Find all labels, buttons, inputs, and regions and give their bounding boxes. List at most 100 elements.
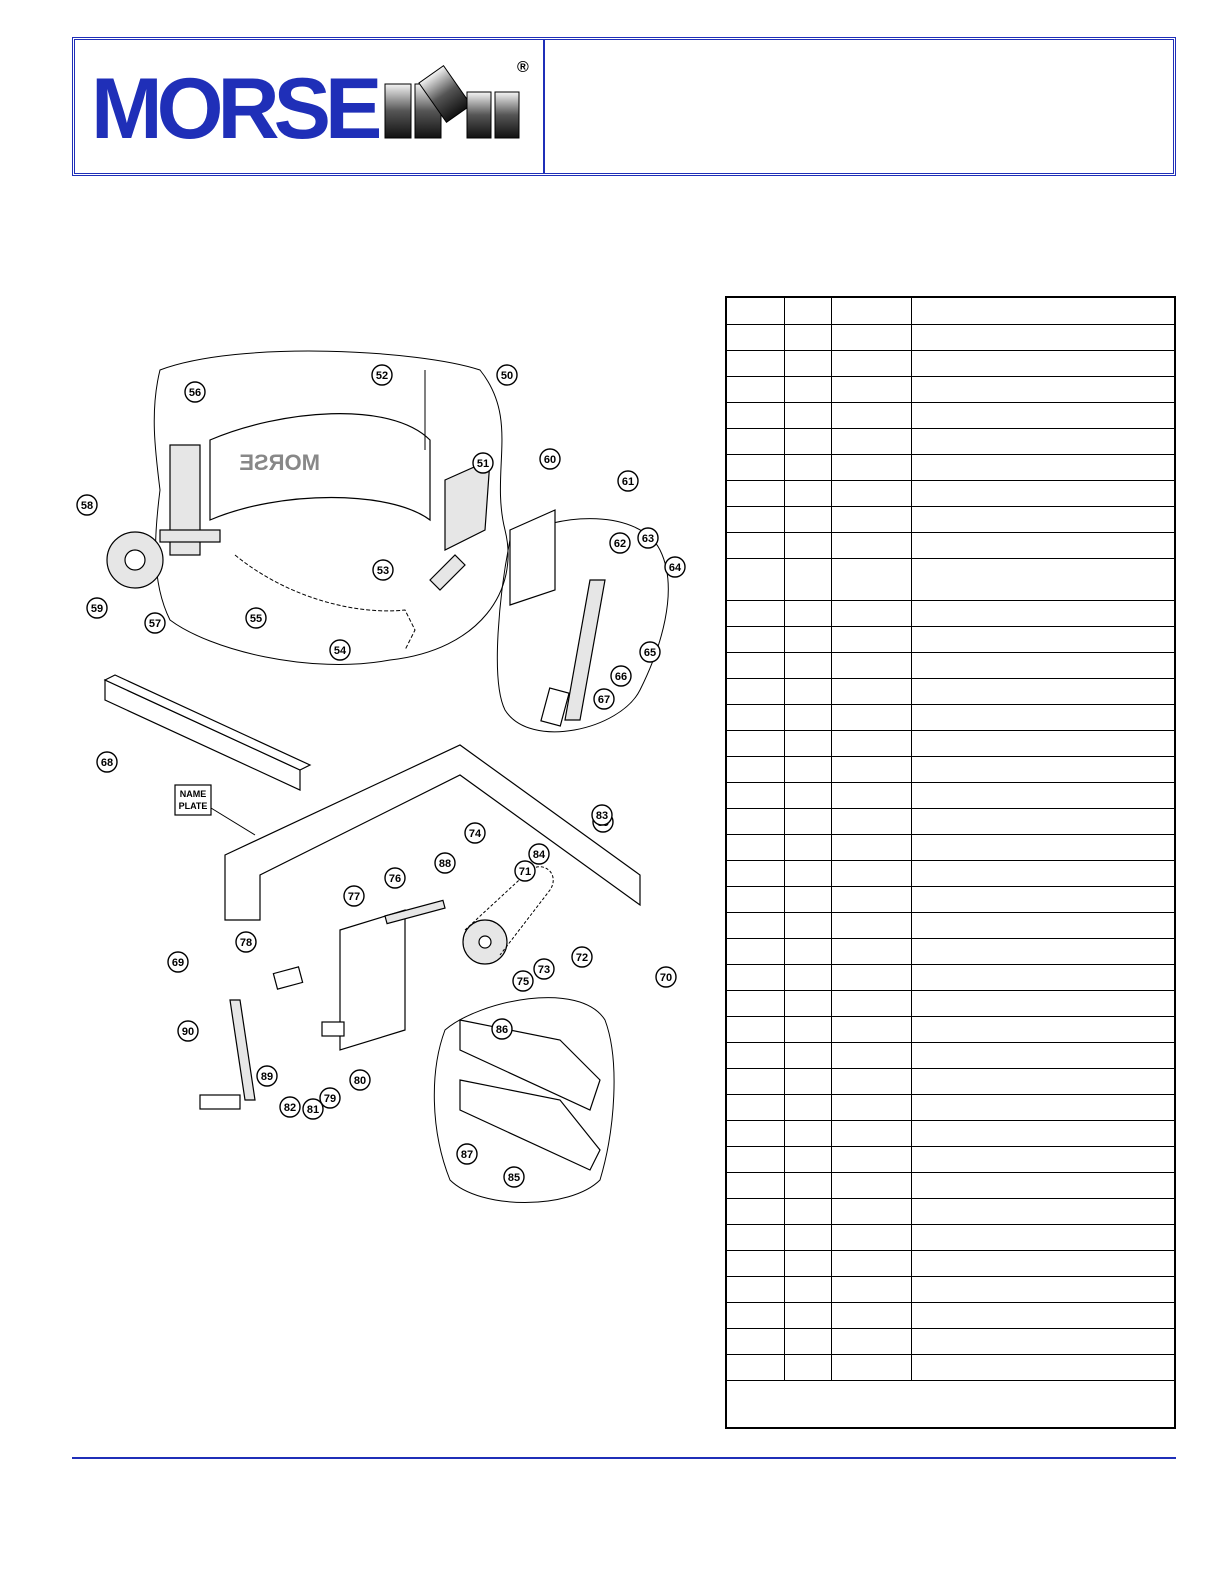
parts-table-row <box>727 454 1174 481</box>
parts-table-row <box>727 350 1174 377</box>
callout-50: 50 <box>496 364 518 386</box>
parts-table-cell <box>831 454 912 481</box>
parts-table-row <box>727 1328 1174 1355</box>
callout-67: 67 <box>593 688 615 710</box>
parts-table-cell <box>831 1068 912 1095</box>
parts-table-cell <box>831 506 912 533</box>
parts-table-cell <box>831 1016 912 1043</box>
parts-table-row <box>727 1042 1174 1069</box>
svg-text:89: 89 <box>261 1071 273 1083</box>
parts-table-cell <box>727 600 785 627</box>
parts-table-row <box>727 626 1174 653</box>
parts-table-cell <box>831 600 912 627</box>
callout-80: 80 <box>349 1069 371 1091</box>
svg-text:69: 69 <box>172 957 184 969</box>
parts-table-cell <box>831 350 912 377</box>
callout-82: 82 <box>279 1096 301 1118</box>
svg-text:65: 65 <box>644 647 656 659</box>
parts-table-cell <box>911 428 1174 455</box>
callout-66: 66 <box>610 665 632 687</box>
parts-table-cell <box>727 1172 785 1199</box>
parts-table-cell <box>784 626 832 653</box>
parts-table-row <box>727 1068 1174 1095</box>
svg-text:67: 67 <box>598 694 610 706</box>
parts-table-cell <box>727 324 785 351</box>
parts-table-row <box>727 532 1174 559</box>
parts-table-row <box>727 600 1174 627</box>
parts-table-cell <box>831 1354 912 1381</box>
registered-mark: ® <box>517 59 529 76</box>
parts-table-cell <box>784 1354 832 1381</box>
parts-table-cell <box>831 1042 912 1069</box>
svg-text:63: 63 <box>642 533 654 545</box>
parts-table-row <box>727 652 1174 679</box>
parts-table-cell <box>727 1224 785 1251</box>
svg-text:80: 80 <box>354 1075 366 1087</box>
parts-table-cell <box>784 886 832 913</box>
parts-table-cell <box>911 730 1174 757</box>
drum-band-group-outline <box>153 350 509 665</box>
parts-table-row <box>727 324 1174 351</box>
bracket-60 <box>509 509 556 606</box>
callout-74: 74 <box>464 822 486 844</box>
parts-table-cell <box>831 678 912 705</box>
parts-table-cell <box>784 1146 832 1173</box>
parts-table-cell <box>784 600 832 627</box>
parts-table-cell <box>911 912 1174 939</box>
parts-table-row <box>727 1120 1174 1147</box>
callout-83: 83 <box>591 804 613 826</box>
parts-table-cell <box>784 678 832 705</box>
parts-table-cell <box>784 1172 832 1199</box>
callout-72: 72 <box>571 946 593 968</box>
callout-65: 65 <box>639 641 661 663</box>
parts-table-row <box>727 1016 1174 1043</box>
parts-table-cell <box>831 298 912 325</box>
parts-table-cell <box>831 532 912 559</box>
svg-text:55: 55 <box>250 613 262 625</box>
parts-table-cell <box>784 1302 832 1329</box>
parts-table-row <box>727 1354 1174 1381</box>
parts-table-cell <box>911 1250 1174 1277</box>
parts-table-cell <box>831 376 912 403</box>
svg-text:81: 81 <box>307 1104 319 1116</box>
callout-64: 64 <box>664 556 686 578</box>
parts-table-cell <box>727 506 785 533</box>
parts-table-cell <box>911 652 1174 679</box>
parts-table-row <box>727 964 1174 991</box>
parts-table-cell <box>784 1198 832 1225</box>
callout-68: 68 <box>96 751 118 773</box>
bushing-78 <box>272 966 304 990</box>
parts-table-cell <box>727 938 785 965</box>
parts-table-cell <box>911 964 1174 991</box>
callout-70: 70 <box>655 966 677 988</box>
callout-87: 87 <box>456 1143 478 1165</box>
bushing-80 <box>321 1021 345 1037</box>
parts-table-row <box>727 860 1174 887</box>
parts-table-cell <box>911 1354 1174 1381</box>
crank-grip <box>199 1094 241 1110</box>
parts-table-cell <box>911 600 1174 627</box>
svg-text:52: 52 <box>376 370 388 382</box>
parts-table-cell <box>831 324 912 351</box>
callout-59: 59 <box>86 597 108 619</box>
parts-table-row <box>727 1172 1174 1199</box>
parts-table-cell <box>911 1302 1174 1329</box>
parts-table-cell <box>727 1328 785 1355</box>
parts-table-cell <box>911 506 1174 533</box>
callout-60: 60 <box>539 448 561 470</box>
parts-table-cell <box>784 730 832 757</box>
parts-table-cell <box>911 298 1174 325</box>
parts-table-cell <box>831 886 912 913</box>
parts-table-cell <box>727 626 785 653</box>
parts-table-row <box>727 834 1174 861</box>
callout-84: 84 <box>528 843 550 865</box>
parts-table-cell <box>911 1198 1174 1225</box>
callout-57: 57 <box>144 612 166 634</box>
parts-table-cell <box>784 532 832 559</box>
parts-table-cell <box>831 912 912 939</box>
frame-post <box>339 909 406 1051</box>
parts-table-cell <box>911 558 1174 601</box>
grip-67 <box>540 687 570 727</box>
parts-table-cell <box>831 990 912 1017</box>
callout-52: 52 <box>371 364 393 386</box>
